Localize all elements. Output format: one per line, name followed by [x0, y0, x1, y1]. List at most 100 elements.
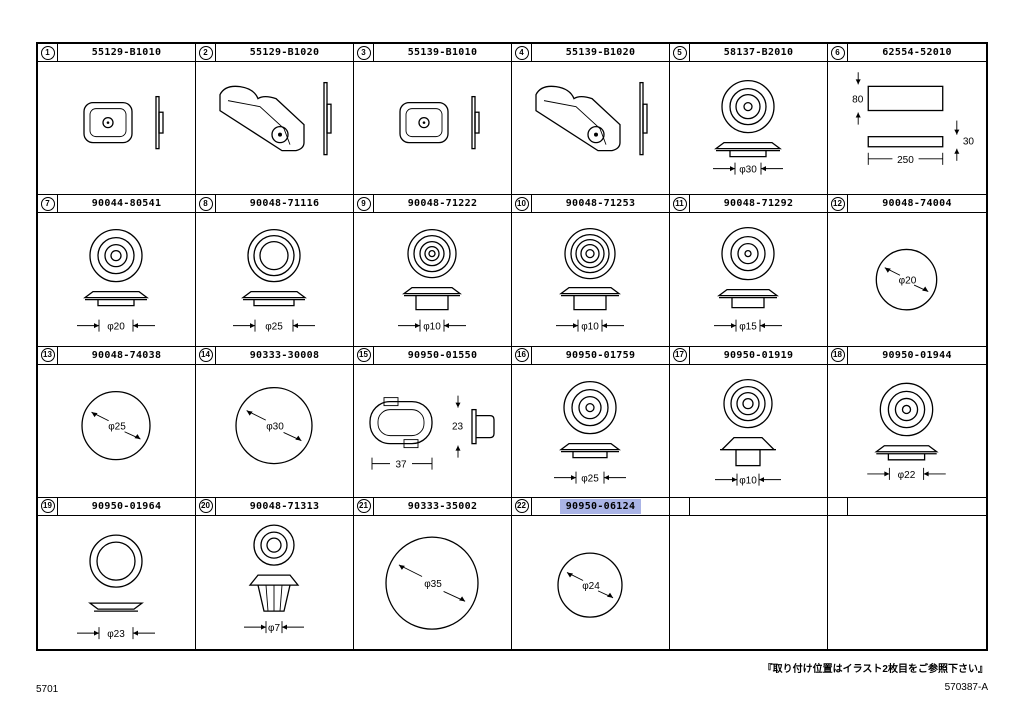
part-cell-header — [828, 497, 986, 516]
diameter-dimension: φ25 — [233, 319, 315, 333]
grommet-side-view — [88, 602, 144, 612]
item-number-box: 9 — [354, 195, 374, 213]
dimension-label: φ7 — [268, 623, 280, 634]
grommet-top-view — [563, 380, 617, 434]
part-number: 90048-71253 — [565, 198, 636, 210]
part-cell-7: 7 90044-80541 φ20 — [38, 195, 196, 347]
part-drawing-area — [196, 62, 353, 194]
part-cell-header: 7 90044-80541 — [38, 195, 195, 214]
part-number — [690, 498, 827, 515]
dimension-label: φ25 — [265, 322, 283, 333]
diameter-dimension: φ23 — [77, 626, 155, 640]
part-drawing: φ35 — [385, 536, 479, 630]
item-number: 3 — [356, 45, 371, 60]
dimension-label: φ23 — [107, 629, 125, 640]
part-drawing — [535, 81, 648, 156]
part-number: 90333-30008 — [249, 349, 320, 361]
part-drawing-area: φ23 — [38, 516, 195, 649]
round-plug-outline: φ20 — [875, 249, 938, 311]
part-drawing: φ22 — [867, 382, 946, 480]
grommet-top-view — [89, 534, 143, 588]
part-number: 55139-B1010 — [407, 47, 478, 58]
part-drawing-area: φ15 — [670, 213, 827, 345]
item-number-box: 6 — [828, 44, 848, 61]
part-cell-header: 11 90048-71292 — [670, 195, 827, 214]
part-drawing: φ10 — [715, 378, 781, 486]
thickness-label: 30 — [963, 137, 975, 148]
item-number-box: 15 — [354, 346, 374, 364]
dimension-label: φ20 — [107, 322, 125, 333]
pad-side-view — [471, 95, 480, 150]
diameter-dimension: φ10 — [556, 319, 624, 333]
part-drawing — [399, 95, 480, 150]
part-number: 90950-01919 — [723, 349, 794, 361]
item-number: 19 — [40, 499, 55, 514]
part-drawing — [828, 516, 986, 649]
page-code-left: 5701 — [36, 684, 59, 695]
part-number-highlighted: 90950-06124 — [560, 498, 641, 514]
item-number-box: 10 — [512, 195, 532, 213]
item-number-box: 14 — [196, 346, 216, 364]
part-drawing — [83, 95, 164, 150]
part-cell-16: 16 90950-01759 φ25 — [512, 346, 670, 498]
grommet-top-view — [407, 229, 457, 279]
part-drawing-area: φ24 — [512, 516, 669, 649]
part-number: 90048-74004 — [882, 198, 952, 210]
grommet-side-view — [83, 291, 149, 307]
clip-side-view — [248, 574, 300, 612]
dimension-label: φ22 — [898, 469, 916, 480]
item-number-box: 18 — [828, 346, 848, 364]
diameter-dimension: φ7 — [244, 620, 304, 634]
item-number-box: 21 — [354, 497, 374, 515]
item-number: 16 — [514, 348, 529, 362]
item-number: 14 — [198, 348, 213, 362]
grommet-side-view — [402, 287, 462, 311]
part-number: 90048-71292 — [723, 198, 794, 210]
part-cell-14: 14 90333-30008 φ30 — [196, 346, 354, 498]
part-drawing-area: φ22 — [828, 365, 986, 497]
grommet-top-view — [247, 229, 301, 283]
grommet-top-view — [879, 382, 934, 436]
part-drawing: φ20 — [875, 249, 938, 311]
grommet-top-view — [89, 229, 143, 283]
part-cell-10: 10 90048-71253 φ10 — [512, 195, 670, 347]
item-number: 21 — [356, 499, 371, 514]
grommet-side-view — [714, 141, 782, 158]
part-number: 90950-01550 — [407, 349, 478, 361]
item-number: 15 — [356, 348, 371, 362]
dimension-label: φ35 — [424, 579, 442, 590]
part-drawing-area: φ30 — [670, 62, 827, 194]
dimension-label: φ25 — [581, 473, 599, 484]
part-drawing: φ10 — [556, 228, 624, 333]
part-drawing-area — [354, 62, 511, 194]
part-drawing-area: φ30 — [196, 365, 353, 497]
grommet-top-view — [723, 378, 773, 428]
item-number-box: 7 — [38, 195, 58, 213]
part-number: 90044-80541 — [91, 198, 162, 210]
item-number: 11 — [672, 196, 687, 211]
diameter-dimension: φ22 — [867, 467, 946, 480]
part-number: 90950-01759 — [565, 349, 636, 361]
part-drawing-area — [828, 516, 986, 649]
item-number-box — [670, 497, 690, 515]
height-label: 80 — [852, 94, 864, 105]
